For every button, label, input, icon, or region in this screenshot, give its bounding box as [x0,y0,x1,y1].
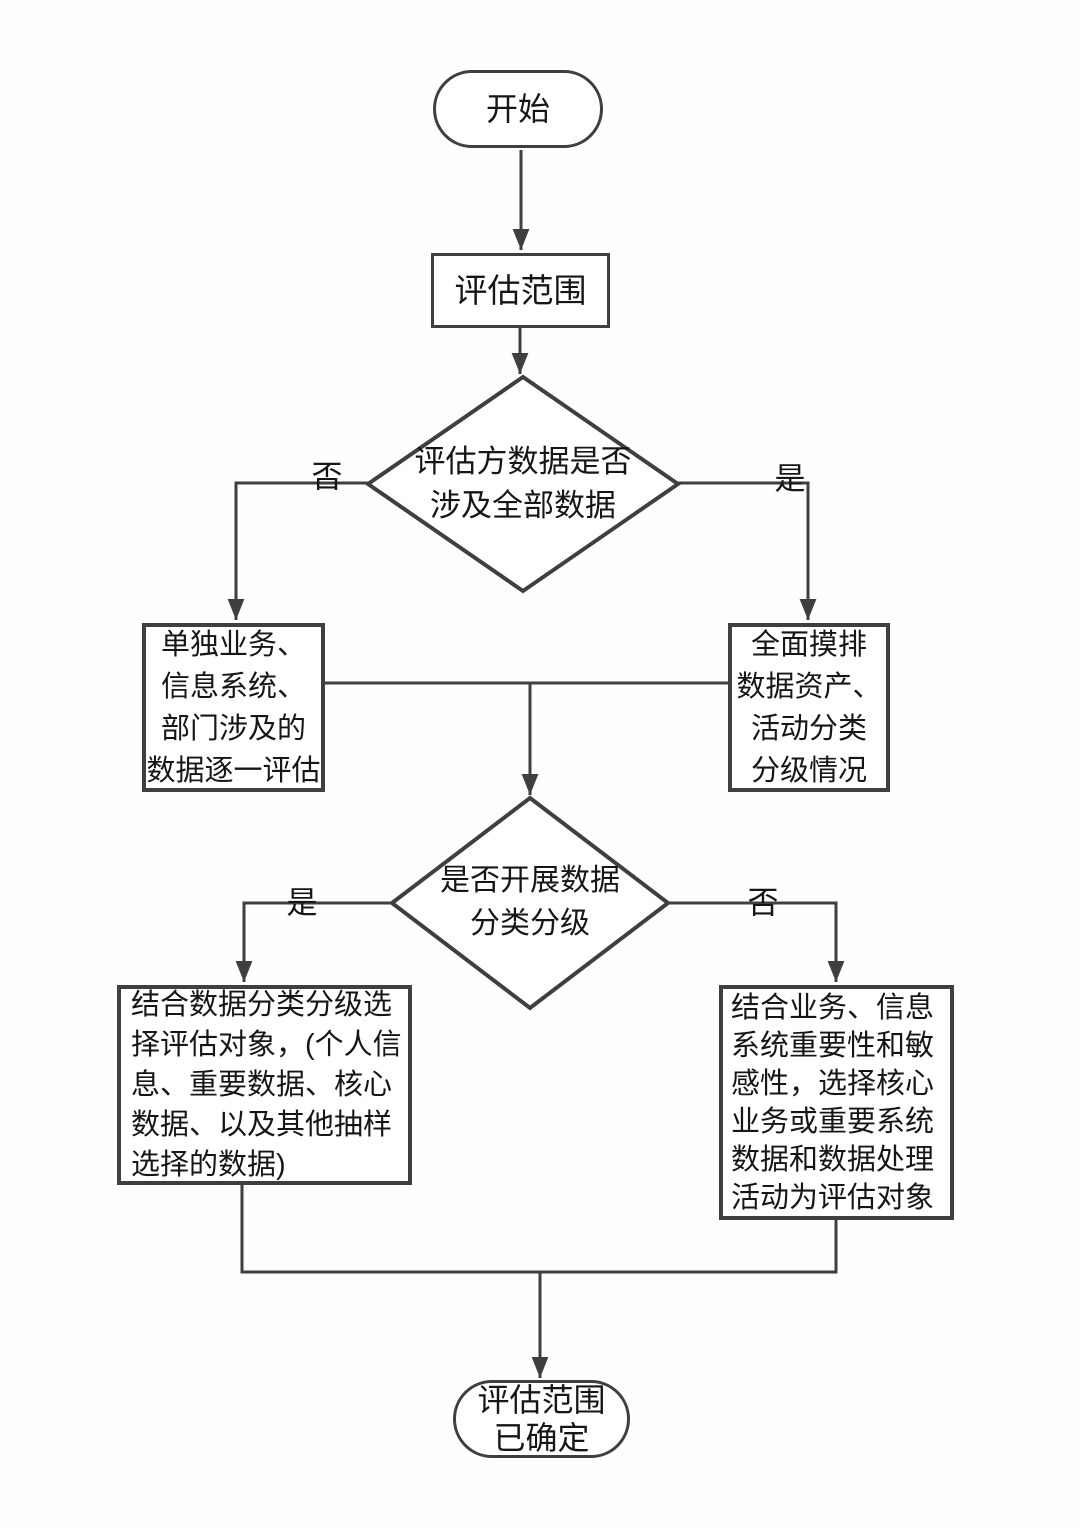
decision1-line-1: 评估方数据是否 [414,444,632,479]
edge-label-classification-no: 否 [747,885,779,921]
full-survey-line-2: 数据资产、 [736,670,882,703]
decision1-diamond-shape [364,374,682,594]
select-by-classification-line-3: 息、重要数据、核心 [131,1069,393,1101]
select-by-importance-line-3: 感性，选择核心 [731,1067,935,1100]
select-by-classification-line-2: 择评估对象，(个人信 [131,1029,402,1061]
decision2-label: 是否开展数据 分类分级 [380,858,680,946]
select-by-classification-line-5: 选择的数据) [131,1149,286,1181]
decision2-diamond-shape [388,795,672,1011]
partial-assess-line-1: 单独业务、 [160,628,306,661]
edge-label-classification-yes: 是 [286,885,318,921]
full-survey-node: 全面摸排 数据资产、 活动分类 分级情况 [728,623,890,792]
decision1-line-2: 涉及全部数据 [430,488,616,523]
scope-label: 评估范围 [454,271,587,309]
select-by-importance-node: 结合业务、信息 系统重要性和敏 感性，选择核心 业务或重要系统 数据和数据处理 … [719,985,954,1220]
partial-assess-line-4: 数据逐一评估 [146,754,321,787]
edge-decision2-no [668,901,845,982]
start-label: 开始 [485,91,550,127]
partial-assess-line-3: 部门涉及的 [160,712,306,745]
edge-label-coverage-yes: 是 [774,461,806,497]
end-terminal: 评估范围 已确定 [453,1380,630,1458]
decision2-line-2: 分类分级 [470,907,590,940]
scope-process-node: 评估范围 [431,253,610,328]
decision2-line-1: 是否开展数据 [440,864,620,897]
full-survey-line-4: 分级情况 [750,754,867,787]
end-line-1: 评估范围 [477,1382,606,1418]
select-by-importance-line-4: 业务或重要系统 [731,1105,935,1138]
select-by-classification-line-4: 数据、以及其他抽样 [131,1109,393,1141]
select-by-classification-node: 结合数据分类分级选 择评估对象，(个人信 息、重要数据、核心 数据、以及其他抽样… [117,985,412,1185]
full-survey-line-1: 全面摸排 [750,628,867,661]
edge-decision2-yes [235,901,392,982]
edge-decision1-no [227,481,369,620]
full-survey-line-3: 活动分类 [750,712,867,745]
end-line-2: 已确定 [493,1420,590,1456]
decision1-label: 评估方数据是否 涉及全部数据 [373,438,673,530]
edge-label-coverage-no: 否 [311,459,343,495]
edge-decision1-yes [677,481,817,620]
select-by-importance-line-6: 活动为评估对象 [731,1181,935,1214]
select-by-importance-line-2: 系统重要性和敏 [731,1029,935,1062]
select-by-importance-line-1: 结合业务、信息 [731,991,935,1024]
select-by-importance-line-5: 数据和数据处理 [731,1143,935,1176]
start-terminal: 开始 [433,70,603,148]
partial-assess-node: 单独业务、 信息系统、 部门涉及的 数据逐一评估 [142,623,325,792]
select-by-classification-line-1: 结合数据分类分级选 [131,989,393,1021]
partial-assess-line-2: 信息系统、 [160,670,306,703]
